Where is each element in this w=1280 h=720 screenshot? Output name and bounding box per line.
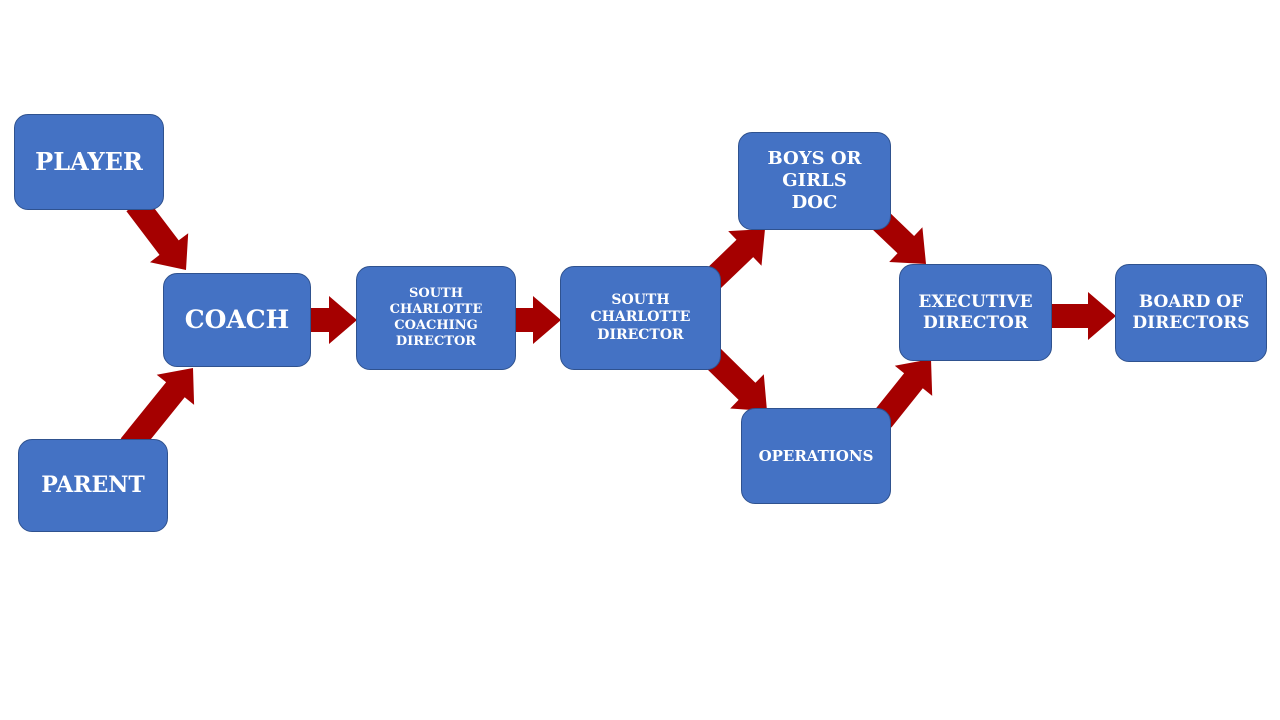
arrow-operations-to-executive-director — [872, 359, 933, 428]
parent-box: PARENT — [18, 439, 168, 532]
coach-box: COACH — [163, 273, 311, 367]
executive-director-box: EXECUTIVE DIRECTOR — [899, 264, 1052, 361]
player-box: PLAYER — [14, 114, 164, 210]
coaching-director-box: SOUTH CHARLOTTE COACHING DIRECTOR — [356, 266, 516, 370]
arrow-coach-to-coaching-director — [310, 296, 357, 344]
board-of-directors-box: BOARD OF DIRECTORS — [1115, 264, 1267, 362]
arrow-player-to-coach — [126, 196, 189, 270]
arrow-coaching-director-to-sc-director — [515, 296, 561, 344]
operations-box: OPERATIONS — [741, 408, 891, 504]
arrow-parent-to-coach — [120, 368, 195, 454]
south-charlotte-director-box: SOUTH CHARLOTTE DIRECTOR — [560, 266, 721, 370]
arrow-executive-director-to-board-of-directors — [1051, 292, 1116, 340]
boys-or-girls-doc-box: BOYS OR GIRLS DOC — [738, 132, 891, 230]
